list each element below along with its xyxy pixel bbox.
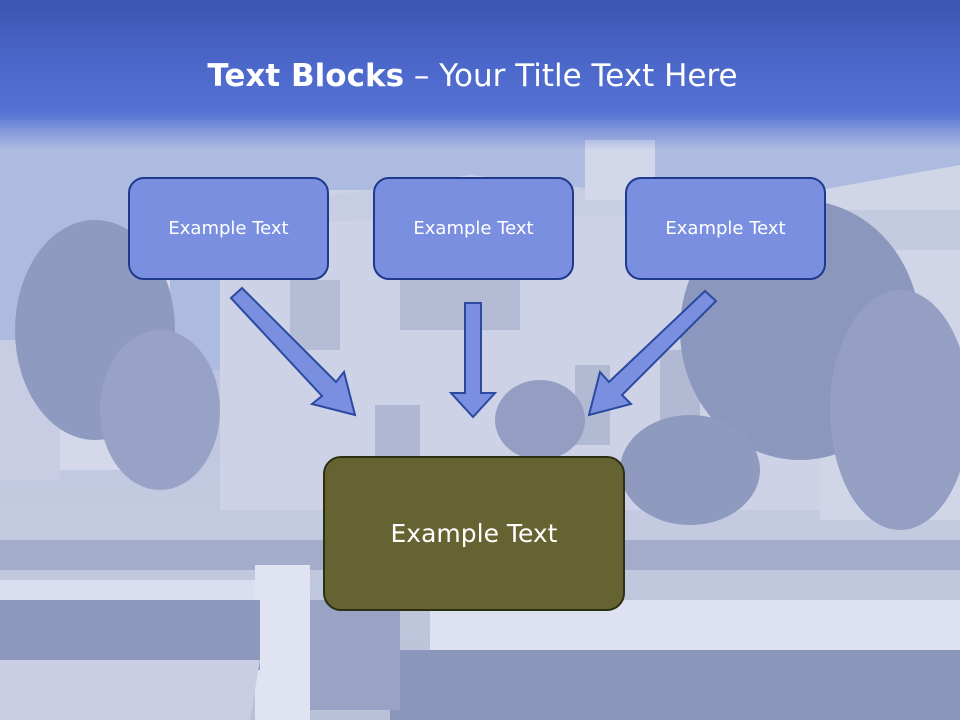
title-rest: – Your Title Text Here bbox=[404, 58, 738, 94]
text-block-label: Example Text bbox=[665, 218, 786, 239]
title-bar bbox=[0, 0, 960, 150]
arrow-down-right-icon bbox=[229, 286, 357, 417]
main-text-block-label: Example Text bbox=[390, 519, 558, 548]
text-block-3[interactable]: Example Text bbox=[625, 177, 826, 280]
text-block-1[interactable]: Example Text bbox=[128, 177, 329, 280]
main-text-block[interactable]: Example Text bbox=[323, 456, 625, 611]
text-block-label: Example Text bbox=[413, 218, 534, 239]
arrow-down-icon bbox=[448, 302, 498, 419]
arrow-down-left-icon bbox=[587, 289, 718, 417]
title-bold: Text Blocks bbox=[207, 58, 405, 94]
text-block-2[interactable]: Example Text bbox=[373, 177, 574, 280]
page-title: Text Blocks – Your Title Text Here bbox=[0, 56, 945, 96]
text-block-label: Example Text bbox=[168, 218, 289, 239]
